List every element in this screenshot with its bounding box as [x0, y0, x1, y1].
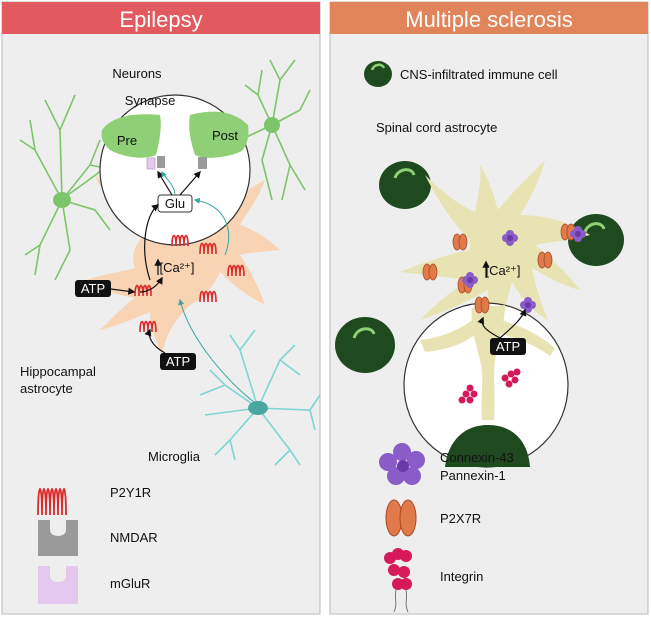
- nmdar-receptor-icon: [198, 157, 207, 169]
- immune-cell-label: CNS-infiltrated immune cell: [400, 67, 558, 82]
- post-label: Post: [212, 128, 238, 143]
- mglur-receptor-icon: [38, 566, 78, 604]
- panel-multiple-sclerosis: Multiple sclerosis CNS-infiltrated immun…: [329, 1, 649, 615]
- legend-label-nmdar: NMDAR: [110, 530, 158, 545]
- legend-epilepsy: P2Y1R NMDAR mGluR: [37, 485, 158, 604]
- connexin-pannexin-icon: [379, 443, 425, 485]
- nmdar-receptor-icon: [38, 520, 78, 556]
- calcium-label-ms: [Ca²⁺]: [485, 263, 520, 278]
- immune-cell: [335, 317, 395, 373]
- spinal-astrocyte-shape: [400, 160, 590, 355]
- nmdar-receptor-icon: [157, 156, 165, 168]
- neurons-label: Neurons: [112, 66, 162, 81]
- atp-label-left: ATP: [81, 281, 105, 296]
- legend-ms: Connexin-43 Pannexin-1 P2X7R Integrin: [379, 443, 514, 613]
- legend-label-p2y1r: P2Y1R: [110, 485, 151, 500]
- legend-label-pannexin: Pannexin-1: [440, 468, 506, 483]
- mglur-receptor-icon: [146, 157, 156, 170]
- legend-label-mglur: mGluR: [110, 576, 150, 591]
- legend-label-p2x7r: P2X7R: [440, 511, 481, 526]
- panel-title-epilepsy: Epilepsy: [119, 7, 202, 32]
- legend-label-connexin: Connexin-43: [440, 450, 514, 465]
- microglia: [199, 329, 321, 466]
- integrin-icon: [458, 384, 478, 404]
- legend-label-integrin: Integrin: [440, 569, 483, 584]
- glu-label: Glu: [165, 196, 185, 211]
- atp-label-ms: ATP: [496, 339, 520, 354]
- p2y1r-receptor-icon: [37, 488, 67, 516]
- astrocyte-label-line2: astrocyte: [20, 381, 73, 396]
- panel-epilepsy: Epilepsy Neurons Synapse Pre Post: [1, 1, 321, 615]
- neuron-right: [239, 59, 311, 201]
- integrin-icon: [384, 548, 412, 613]
- synapse-label: Synapse: [125, 93, 176, 108]
- immune-cell: [379, 161, 431, 209]
- postsynaptic-terminal: [189, 111, 249, 158]
- calcium-label-epilepsy: [Ca²⁺]: [159, 260, 194, 275]
- spinal-astrocyte-label: Spinal cord astrocyte: [376, 120, 497, 135]
- immune-cell-icon: [364, 61, 392, 87]
- immune-cell: [568, 214, 624, 266]
- pre-label: Pre: [117, 133, 137, 148]
- atp-label-bottom: ATP: [166, 354, 190, 369]
- presynaptic-terminal: [101, 114, 161, 158]
- panel-title-ms: Multiple sclerosis: [405, 7, 573, 32]
- immune-cell: [445, 425, 530, 467]
- integrin-icon: [501, 368, 521, 388]
- microglia-label: Microglia: [148, 449, 201, 464]
- astrocyte-label-line1: Hippocampal: [20, 364, 96, 379]
- p2x7r-receptor-icon: [385, 499, 417, 537]
